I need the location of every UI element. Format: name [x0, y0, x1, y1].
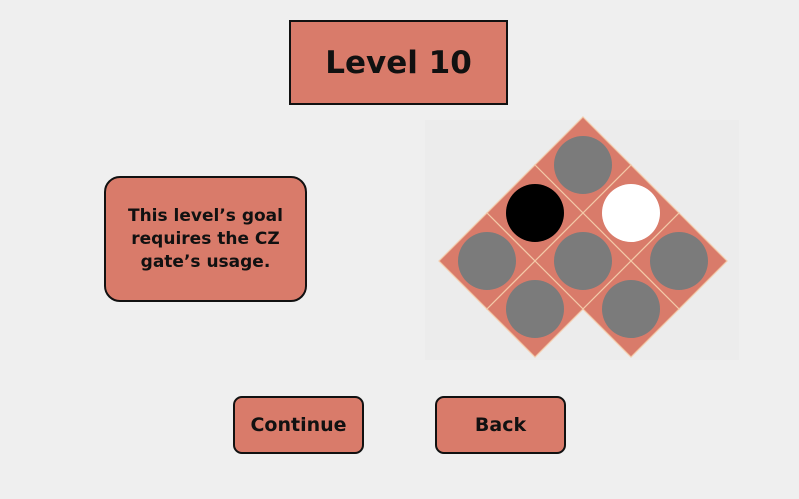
level-title: Level 10 [289, 20, 508, 105]
board-circles [458, 136, 708, 338]
level-goal-panel: This level’s goal requires the CZ gate’s… [104, 176, 307, 302]
qubit-gray-lower-left[interactable] [506, 280, 564, 338]
level-title-text: Level 10 [325, 44, 472, 81]
qubit-white-upper-right[interactable] [602, 184, 660, 242]
qubit-gray-lower-right[interactable] [602, 280, 660, 338]
qubit-black-upper-left[interactable] [506, 184, 564, 242]
back-button-label: Back [474, 414, 527, 436]
qubit-gray-far-left[interactable] [458, 232, 516, 290]
continue-button-label: Continue [250, 414, 347, 436]
qubit-gray-far-right[interactable] [650, 232, 708, 290]
qubit-gray-center[interactable] [554, 232, 612, 290]
back-button[interactable]: Back [435, 396, 566, 454]
qubit-gray-top[interactable] [554, 136, 612, 194]
level-goal-text: This level’s goal requires the CZ gate’s… [127, 205, 283, 272]
continue-button[interactable]: Continue [233, 396, 364, 454]
